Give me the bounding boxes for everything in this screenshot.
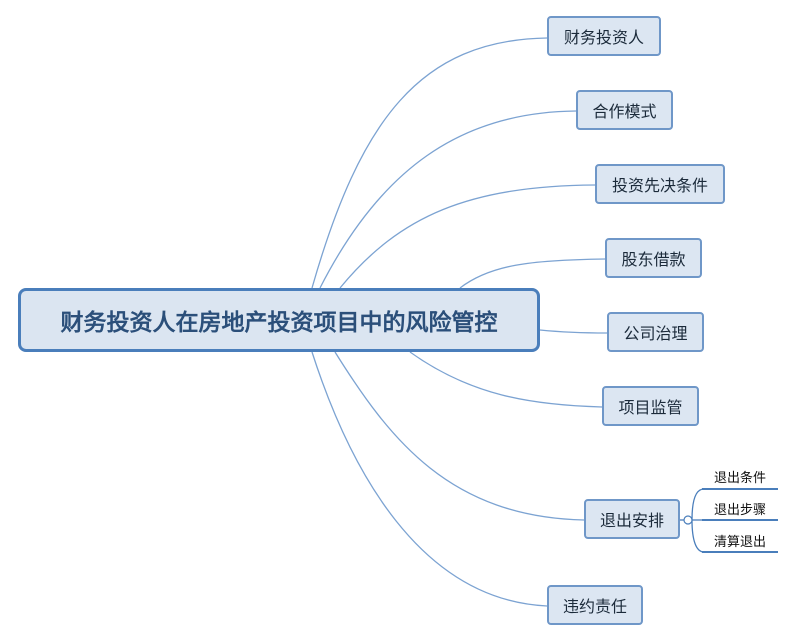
branch-label: 公司治理 [623, 324, 688, 343]
branch-label: 投资先决条件 [611, 176, 708, 195]
branch-financial-investor[interactable]: 财务投资人 [547, 16, 661, 56]
branch-label: 违约责任 [562, 597, 627, 616]
root-topic-label: 财务投资人在房地产投资项目中的风险管控 [60, 310, 498, 336]
branch-corporate-governance[interactable]: 公司治理 [607, 312, 704, 352]
branch-exit-arrangement[interactable]: 退出安排 [584, 499, 680, 539]
branch-label: 股东借款 [621, 250, 686, 269]
branch-investment-preconditions[interactable]: 投资先决条件 [595, 164, 725, 204]
branch-label: 退出安排 [599, 511, 664, 530]
collapse-toggle-icon[interactable] [683, 515, 693, 525]
sub-topic-liquidation-exit[interactable]: 清算退出 [714, 535, 767, 550]
branch-label: 项目监管 [618, 398, 683, 417]
branch-label: 财务投资人 [563, 28, 644, 47]
branch-shareholder-loan[interactable]: 股东借款 [605, 238, 702, 278]
branch-cooperation-mode[interactable]: 合作模式 [576, 90, 673, 130]
sub-topic-underline [702, 551, 778, 553]
sub-topic-exit-conditions[interactable]: 退出条件 [714, 471, 767, 486]
branch-project-supervision[interactable]: 项目监管 [602, 386, 699, 426]
branch-liability-for-breach[interactable]: 违约责任 [547, 585, 643, 625]
sub-topic-underline [702, 519, 778, 521]
sub-topic-underline [702, 488, 778, 490]
sub-topic-exit-steps[interactable]: 退出步骤 [714, 503, 767, 518]
branch-label: 合作模式 [592, 102, 657, 121]
root-topic[interactable]: 财务投资人在房地产投资项目中的风险管控 [18, 288, 540, 352]
